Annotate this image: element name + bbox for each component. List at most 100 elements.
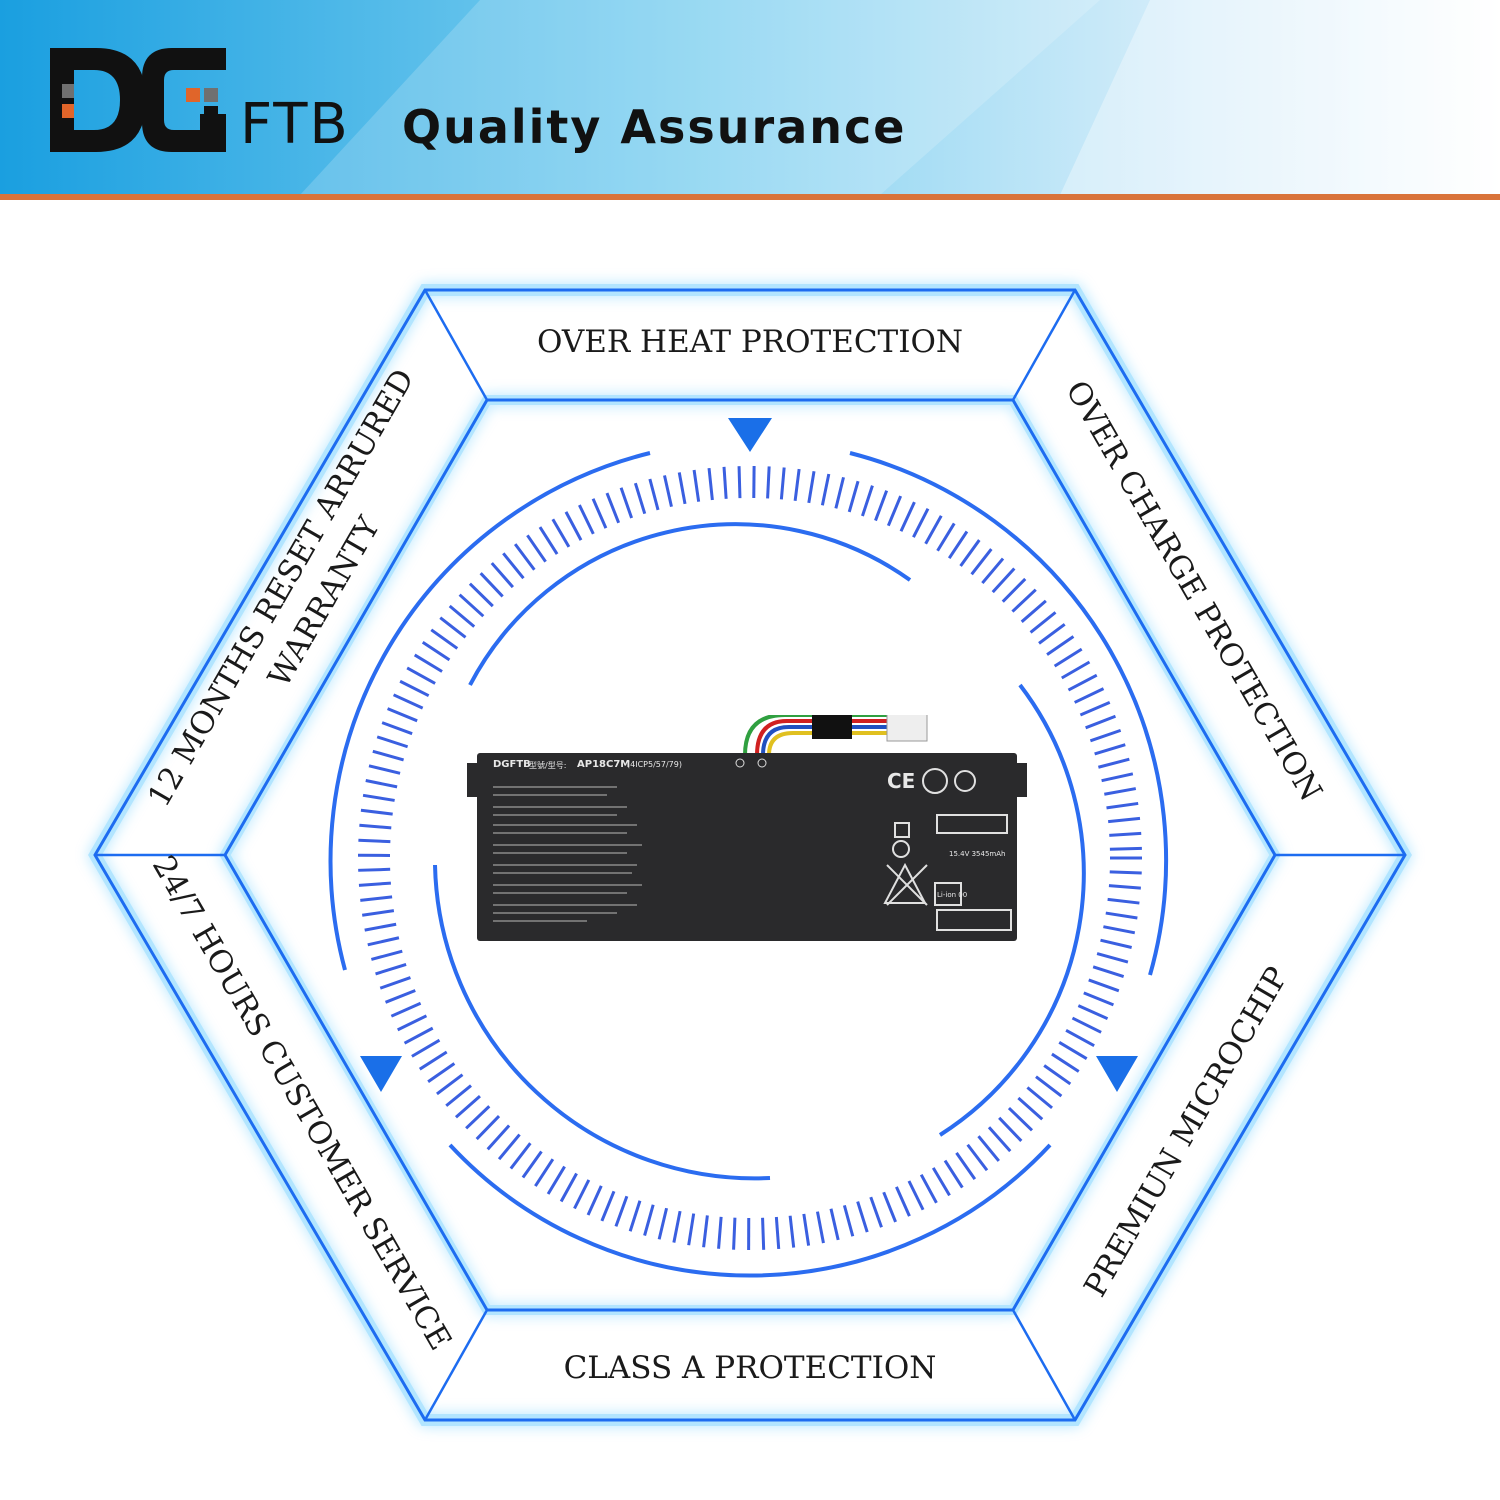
tick-mark: [591, 498, 608, 529]
label-customer-service: 24/7 HOURS CUSTOMER SERVICE: [145, 850, 458, 1357]
tick-mark: [1109, 870, 1142, 875]
tick-mark: [987, 1126, 1012, 1153]
progress-arcs: [328, 451, 1169, 1278]
arrow-right-icon: [1096, 1056, 1138, 1092]
tick-mark: [559, 1172, 578, 1203]
tick-mark: [1017, 1096, 1044, 1121]
arrow-top-icon: [728, 418, 772, 452]
tick-mark: [628, 1200, 642, 1232]
tick-mark: [1046, 635, 1075, 656]
tick-mark: [358, 838, 391, 844]
tick-mark: [802, 1213, 811, 1246]
tick-mark: [359, 823, 392, 830]
tick-mark: [931, 1167, 951, 1197]
tick-mark: [1104, 787, 1137, 796]
tick-mark: [732, 1217, 737, 1250]
brand-logo: [50, 48, 226, 152]
tick-mark: [981, 557, 1005, 585]
tick-mark: [815, 1211, 825, 1244]
tick-mark: [1092, 965, 1125, 978]
tick-mark: [358, 867, 391, 872]
tick-mark: [874, 490, 889, 522]
tick-mark: [1035, 1075, 1063, 1098]
tick-mark: [534, 1158, 555, 1187]
tick-mark: [475, 1115, 501, 1141]
tick-mark: [774, 1216, 781, 1250]
tick-mark: [861, 485, 874, 517]
tick-mark: [365, 779, 398, 789]
tick-mark: [578, 504, 595, 535]
tick-mark: [919, 1173, 938, 1204]
tick-mark: [392, 693, 424, 710]
tick-mark: [418, 1050, 448, 1071]
tick-mark: [692, 469, 701, 502]
battery-cells: (4ICP5/57/79): [627, 760, 682, 769]
segment-dividers: [95, 289, 1405, 1421]
tick-mark: [1109, 831, 1142, 837]
tick-mark: [687, 1213, 696, 1246]
tick-mark: [1007, 1106, 1034, 1132]
quality-hexagon-diagram: OVER HEAT PROTECTION CLASS A PROTECTION …: [88, 284, 1412, 1426]
tick-mark: [1053, 647, 1083, 668]
tick-mark: [977, 1135, 1000, 1162]
tick-mark: [360, 808, 393, 816]
battery-illustration: [467, 708, 1027, 941]
battery-model-prefix: 型號/型号:: [529, 761, 567, 770]
tick-mark: [869, 1196, 883, 1228]
tick-mark: [368, 764, 401, 775]
tick-mark: [807, 471, 816, 504]
tick-mark: [372, 749, 405, 762]
tick-mark: [788, 1215, 796, 1248]
tick-mark: [633, 482, 647, 515]
tick-mark: [1094, 743, 1126, 756]
tick-mark: [677, 472, 687, 505]
tick-mark: [397, 1014, 428, 1032]
tick-mark: [672, 1210, 682, 1243]
tick-mark: [737, 466, 742, 499]
tick-mark: [998, 1116, 1023, 1142]
tick-mark: [886, 495, 903, 527]
tick-mark: [1038, 623, 1066, 645]
tick-mark: [1029, 611, 1057, 634]
tick-mark: [358, 881, 391, 887]
tick-ring: [357, 466, 1142, 1251]
tick-mark: [546, 1165, 566, 1195]
tick-mark: [436, 1073, 464, 1096]
tick-mark: [564, 511, 583, 541]
banner-background: [0, 0, 1500, 200]
tick-mark: [538, 526, 559, 555]
tick-mark: [399, 679, 430, 698]
tick-mark: [717, 1216, 723, 1249]
tick-mark: [1043, 1064, 1072, 1086]
tick-mark: [991, 567, 1016, 594]
tick-mark: [586, 1185, 603, 1216]
tick-mark: [361, 909, 395, 917]
battery-model: AP18C7M: [577, 759, 631, 770]
arrow-left-icon: [360, 1056, 402, 1092]
tick-mark: [899, 501, 916, 532]
tick-mark: [605, 492, 621, 524]
tick-mark: [847, 480, 860, 513]
tick-mark: [445, 1084, 472, 1107]
tick-mark: [430, 628, 459, 650]
tick-mark: [1106, 801, 1139, 810]
tick-mark: [479, 572, 504, 598]
tick-mark: [1079, 700, 1111, 717]
tick-mark: [1096, 952, 1129, 964]
brand-suffix: FTB: [240, 92, 350, 157]
tick-mark: [1109, 846, 1142, 851]
tick-mark: [513, 543, 536, 571]
label-over-charge: OVER CHARGE PROTECTION: [1058, 375, 1329, 808]
tick-mark: [1074, 687, 1105, 704]
header-banner: FTB Quality Assurance: [0, 0, 1500, 200]
tick-mark: [367, 936, 400, 947]
tick-mark: [390, 1001, 422, 1018]
tick-mark: [1067, 673, 1098, 692]
tick-mark: [761, 1217, 766, 1250]
tick-mark: [970, 548, 993, 576]
tick-mark: [1105, 911, 1138, 920]
tick-mark: [1089, 728, 1122, 743]
tick-mark: [458, 593, 485, 618]
tick-mark: [1103, 925, 1136, 935]
tick-mark: [370, 949, 403, 961]
